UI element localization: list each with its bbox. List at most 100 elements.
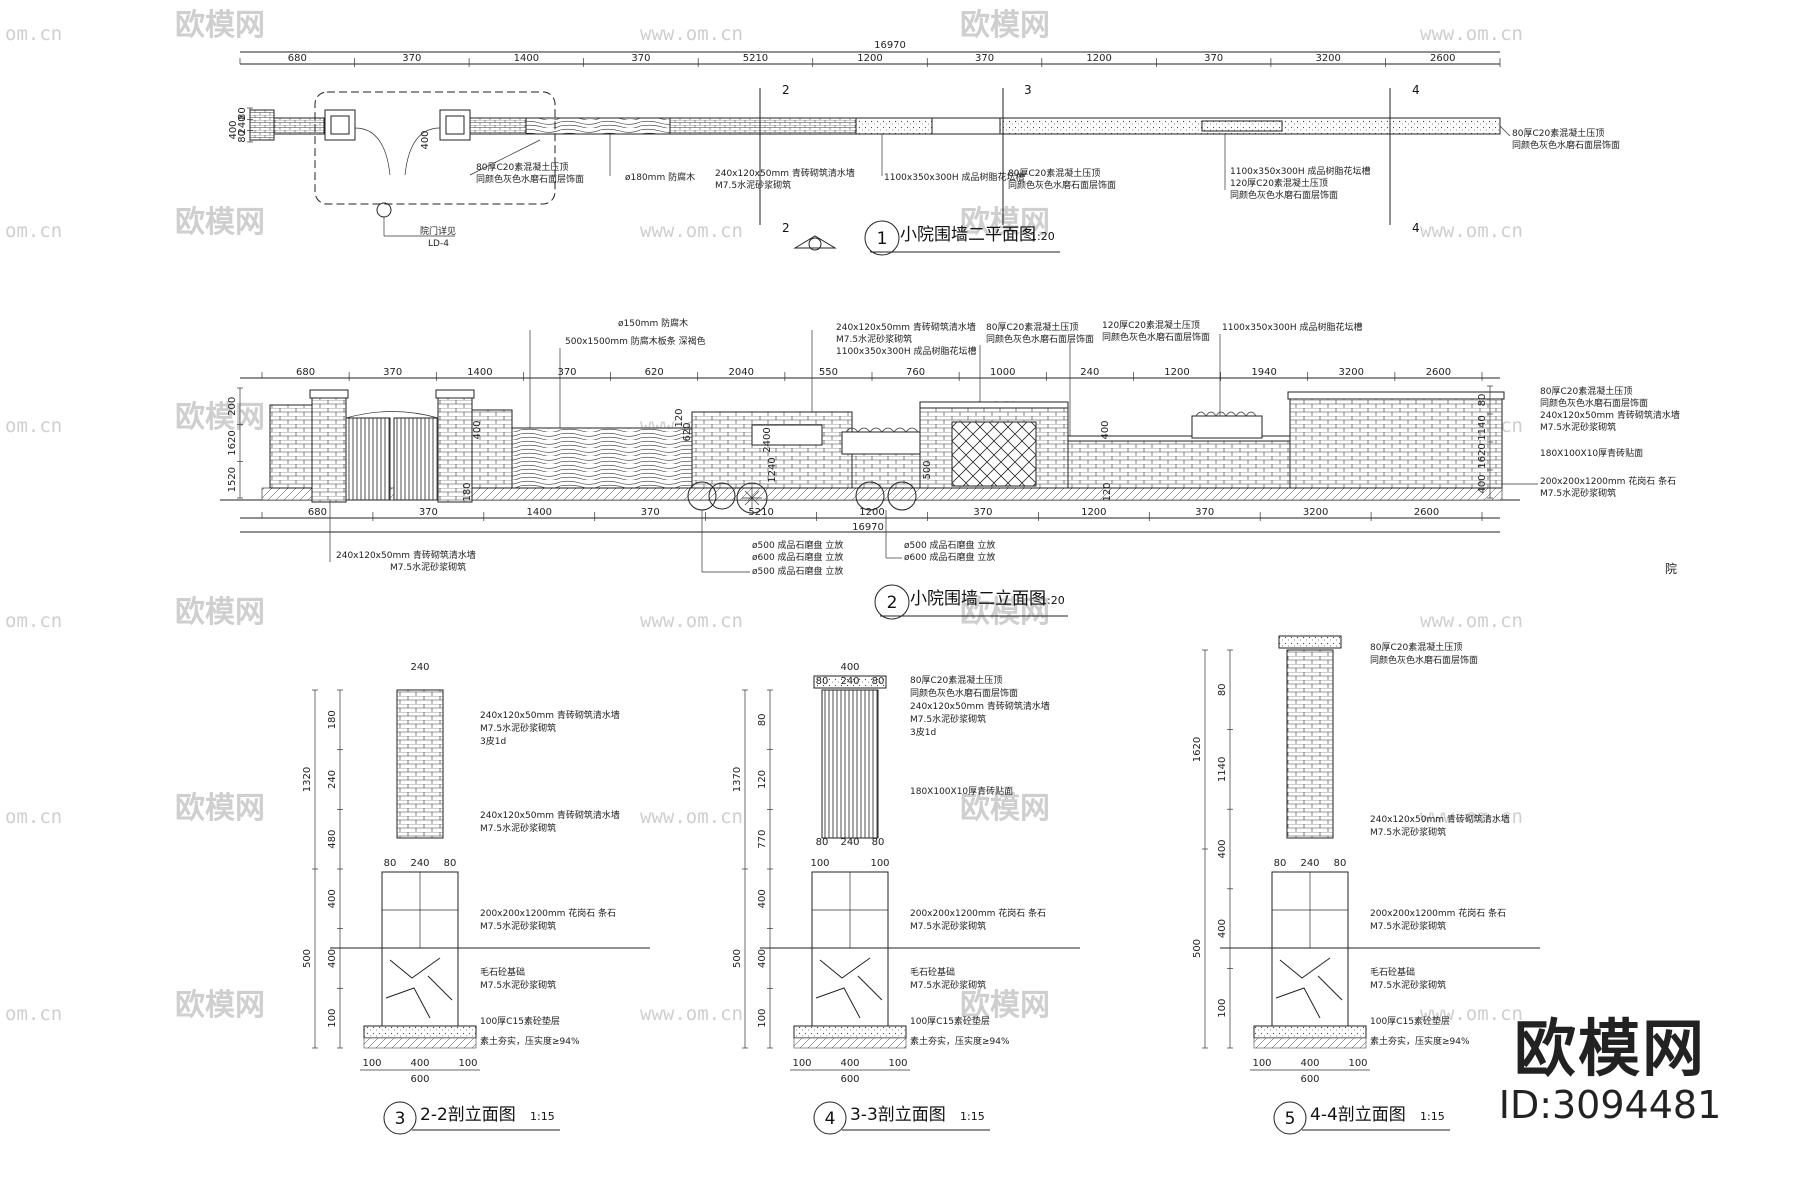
svg-text:同颜色灰色水磨石面层饰面: 同颜色灰色水磨石面层饰面 xyxy=(1102,331,1210,343)
section-note: 100厚C15素砼垫层 xyxy=(480,1015,560,1027)
elev-top-dim: 620 xyxy=(645,367,664,378)
watermark-brand: 欧模网 xyxy=(175,205,265,240)
elev-bottom-dim: 1200 xyxy=(1081,507,1106,518)
watermark-url-short: om.cn xyxy=(5,220,62,242)
section-top-sub: 240 xyxy=(840,676,859,687)
svg-text:M7.5水泥砂浆砌筑: M7.5水泥砂浆砌筑 xyxy=(1540,487,1616,499)
svg-text:ø600 成品石磨盘 立放: ø600 成品石磨盘 立放 xyxy=(752,551,843,563)
section-title: 2-2剖立面图 xyxy=(420,1105,516,1125)
elev-top-dim: 1000 xyxy=(990,367,1015,378)
section-note: M7.5水泥砂浆砌筑 xyxy=(1370,979,1446,991)
section-mid-dim: 100 xyxy=(810,858,829,869)
section-note: 240x120x50mm 青砖砌筑清水墙 xyxy=(480,709,620,721)
plan-dim: 1200 xyxy=(857,53,882,64)
section-bottom-dim: 400 xyxy=(410,1058,429,1069)
svg-text:4: 4 xyxy=(1412,221,1420,235)
elevation-title-block: 2 小院围墙二立面图 1:20 xyxy=(874,584,1068,620)
section-top-sub: 80 xyxy=(872,676,885,687)
svg-text:500x1500mm 防腐木板条 深褐色: 500x1500mm 防腐木板条 深褐色 xyxy=(565,335,706,347)
elev-right-dim: 1140 xyxy=(1477,415,1488,440)
plan-dim: 3200 xyxy=(1315,53,1340,64)
section-note: 240x120x50mm 青砖砌筑清水墙 xyxy=(1370,813,1510,825)
elev-bottom-dim: 1400 xyxy=(527,507,552,518)
svg-text:小院围墙二立面图: 小院围墙二立面图 xyxy=(910,589,1046,609)
section-left-dim: 400 xyxy=(327,889,338,908)
watermark-brand: 欧模网 xyxy=(175,595,265,630)
watermark-url-short: om.cn xyxy=(5,415,62,437)
elev-inner-dim: 400 xyxy=(472,420,483,439)
svg-text:180X100X10厚青砖贴面: 180X100X10厚青砖贴面 xyxy=(1540,447,1643,459)
watermark-brand: 欧模网 xyxy=(960,8,1050,43)
section-note: 100厚C15素砼垫层 xyxy=(910,1015,990,1027)
section-bottom-dim: 100 xyxy=(458,1058,477,1069)
watermark-brand: 欧模网 xyxy=(960,988,1050,1023)
svg-text:ø600 成品石磨盘 立放: ø600 成品石磨盘 立放 xyxy=(904,551,995,563)
elev-right-dim: 1620 xyxy=(1477,443,1488,468)
elev-top-dim: 550 xyxy=(819,367,838,378)
svg-text:16970: 16970 xyxy=(852,522,884,533)
section-note: M7.5水泥砂浆砌筑 xyxy=(910,920,986,932)
plan-dim: 2600 xyxy=(1430,53,1455,64)
elev-top-dim: 370 xyxy=(383,367,402,378)
section-mid-dim: 80 xyxy=(1334,858,1347,869)
section-left-dim: 100 xyxy=(327,1009,338,1028)
section-title: 3-3剖立面图 xyxy=(850,1105,946,1125)
svg-text:同颜色灰色水磨石面层饰面: 同颜色灰色水磨石面层饰面 xyxy=(1540,397,1648,409)
plan-dim: 370 xyxy=(631,53,650,64)
svg-text:同颜色灰色水磨石面层饰面: 同颜色灰色水磨石面层饰面 xyxy=(476,173,584,185)
watermark-url: www.om.cn xyxy=(640,1003,743,1025)
svg-text:小院围墙二平面图: 小院围墙二平面图 xyxy=(900,225,1036,245)
section-left-dim: 180 xyxy=(327,710,338,729)
plan-left-dim: 80 xyxy=(237,130,248,143)
elev-bottom-dim: 370 xyxy=(1195,507,1214,518)
plan-title-block: 1 小院围墙二平面图 1:20 xyxy=(864,220,1060,256)
section-mid-dim: 100 xyxy=(870,858,889,869)
section-note: 3皮1d xyxy=(910,726,936,738)
section-mid-dim2: 240 xyxy=(840,837,859,848)
svg-text:M7.5水泥砂浆砌筑: M7.5水泥砂浆砌筑 xyxy=(390,561,466,573)
watermark-url: www.om.cn xyxy=(640,23,743,45)
plan-dim: 1200 xyxy=(1086,53,1111,64)
elev-top-dim: 760 xyxy=(906,367,925,378)
section-bottom-dim: 100 xyxy=(792,1058,811,1069)
svg-text:同颜色灰色水磨石面层饰面: 同颜色灰色水磨石面层饰面 xyxy=(1008,179,1116,191)
svg-text:4: 4 xyxy=(1412,83,1420,97)
elev-bottom-dim: 370 xyxy=(973,507,992,518)
elev-left-dim: 200 xyxy=(227,397,238,416)
svg-text:1: 1 xyxy=(877,229,888,249)
watermark-url: www.om.cn xyxy=(640,220,743,242)
watermark-url: www.om.cn xyxy=(1420,1003,1523,1025)
svg-text:M7.5水泥砂浆砌筑: M7.5水泥砂浆砌筑 xyxy=(1540,421,1616,433)
section-note: 180X100X10厚青砖贴面 xyxy=(910,785,1013,797)
elev-top-dim: 3200 xyxy=(1339,367,1364,378)
elev-top-dim: 370 xyxy=(557,367,576,378)
section-note: 80厚C20素混凝土压顶 xyxy=(910,674,1002,686)
section-mid-dim: 240 xyxy=(1300,858,1319,869)
section-note: 素土夯实，压实度≥94% xyxy=(910,1035,1010,1047)
elev-top-dim: 1400 xyxy=(467,367,492,378)
section-left-dim: 400 xyxy=(757,949,768,968)
section-bottom-total: 600 xyxy=(410,1074,429,1085)
section-note: 240x120x50mm 青砖砌筑清水墙 xyxy=(910,700,1050,712)
watermark-brand: 欧模网 xyxy=(175,400,265,435)
elev-inner-dim: 120 xyxy=(1102,482,1113,501)
svg-text:1100x350x300H 成品树脂花坛槽: 1100x350x300H 成品树脂花坛槽 xyxy=(1222,321,1363,333)
elev-top-dim: 1940 xyxy=(1251,367,1276,378)
section-note: 毛石砼基础 xyxy=(910,966,955,978)
plan-dim: 1400 xyxy=(514,53,539,64)
elev-inner-dim: 2400 xyxy=(762,427,773,452)
svg-text:3: 3 xyxy=(1024,83,1032,97)
svg-text:80厚C20素混凝土压顶: 80厚C20素混凝土压顶 xyxy=(1512,127,1604,139)
watermark-url-short: om.cn xyxy=(5,23,62,45)
section-note: M7.5水泥砂浆砌筑 xyxy=(480,722,556,734)
plan-dim: 370 xyxy=(402,53,421,64)
svg-text:80厚C20素混凝土压顶: 80厚C20素混凝土压顶 xyxy=(476,161,568,173)
